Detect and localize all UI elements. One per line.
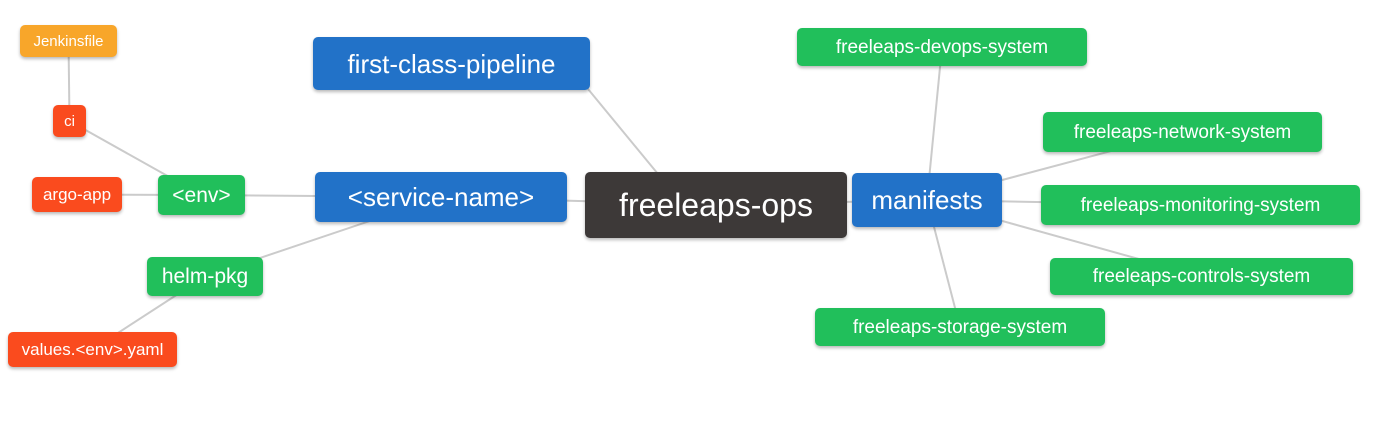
node-freeleaps-controls-system[interactable]: freeleaps-controls-system (1050, 258, 1353, 295)
node-freeleaps-devops-system[interactable]: freeleaps-devops-system (797, 28, 1087, 66)
node-jenkinsfile[interactable]: Jenkinsfile (20, 25, 117, 57)
node-freeleaps-network-system[interactable]: freeleaps-network-system (1043, 112, 1322, 152)
node-helm-pkg[interactable]: helm-pkg (147, 257, 263, 296)
node-ci[interactable]: ci (53, 105, 86, 137)
node-argo-app[interactable]: argo-app (32, 177, 122, 212)
node-freeleaps-monitoring-system[interactable]: freeleaps-monitoring-system (1041, 185, 1360, 225)
node-service-name[interactable]: <service-name> (315, 172, 567, 222)
node-env[interactable]: <env> (158, 175, 245, 215)
node-manifests[interactable]: manifests (852, 173, 1002, 227)
node-freeleaps-storage-system[interactable]: freeleaps-storage-system (815, 308, 1105, 346)
node-first-class-pipeline[interactable]: first-class-pipeline (313, 37, 590, 90)
node-freeleaps-ops[interactable]: freeleaps-ops (585, 172, 847, 238)
edge-first-class-pipeline-freeleaps-ops (587, 88, 659, 175)
node-values-env-yaml[interactable]: values.<env>.yaml (8, 332, 177, 367)
